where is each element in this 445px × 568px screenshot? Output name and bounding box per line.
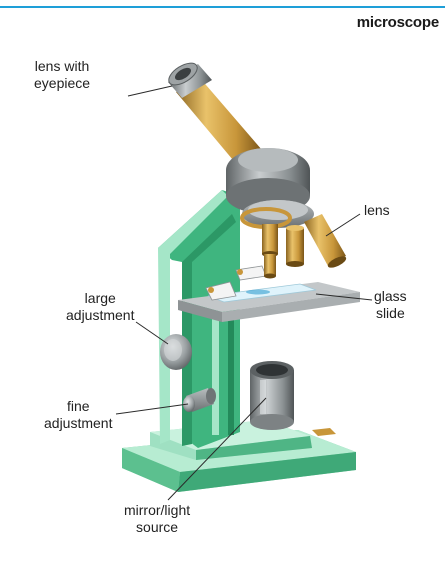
label-line: slide — [374, 305, 407, 322]
leader-eyepiece — [128, 86, 172, 96]
label-line: large — [66, 290, 134, 307]
top-accent-rule — [0, 6, 445, 8]
label-line: eyepiece — [34, 75, 90, 92]
label-lens-with-eyepiece: lens with eyepiece — [34, 58, 90, 92]
label-line: adjustment — [66, 307, 134, 324]
label-line: fine — [44, 398, 112, 415]
leader-fine-adjustment — [116, 404, 188, 414]
label-line: source — [124, 519, 190, 536]
label-mirror-light-source: mirror/light source — [124, 502, 190, 536]
label-large-adjustment: large adjustment — [66, 290, 134, 324]
label-line: lens with — [34, 58, 90, 75]
diagram-title: microscope — [357, 14, 439, 31]
label-line: glass — [374, 288, 407, 305]
leader-lens — [326, 214, 360, 236]
label-line: adjustment — [44, 415, 112, 432]
label-lens: lens — [364, 202, 390, 219]
eyepiece-tube — [165, 59, 262, 166]
large-adjustment-knob — [160, 334, 192, 370]
label-glass-slide: glass slide — [374, 288, 407, 322]
label-fine-adjustment: fine adjustment — [44, 398, 112, 432]
label-line: mirror/light — [124, 502, 190, 519]
mirror-light-source — [250, 361, 294, 430]
